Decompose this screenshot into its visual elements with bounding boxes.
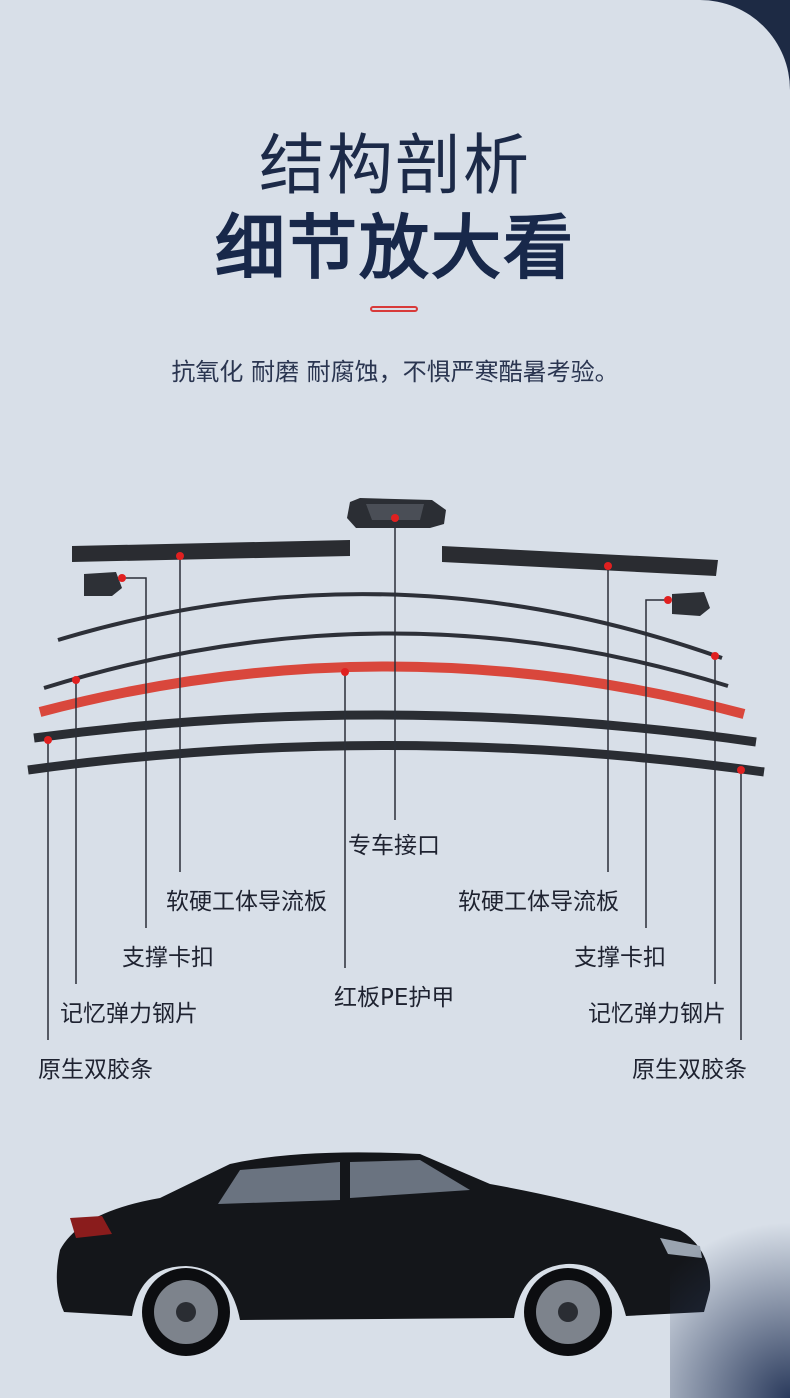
rubber-upper-part xyxy=(33,710,757,747)
label-pe-plate: 红板PE护甲 xyxy=(334,985,455,1011)
pe-plate-part xyxy=(38,661,746,719)
leader-lines xyxy=(47,518,742,1040)
callout-dots xyxy=(44,514,745,774)
accent-bar xyxy=(370,306,418,312)
spoiler-right-part xyxy=(442,546,718,576)
label-spring-steel-left: 记忆弹力钢片 xyxy=(60,1001,198,1027)
end-cap-right-part xyxy=(672,592,710,616)
spring-steel-lower-part xyxy=(43,631,729,690)
page-subtitle: 抗氧化 耐磨 耐腐蚀，不惧严寒酷暑考验。 xyxy=(171,358,619,386)
spring-steel-upper-part xyxy=(57,592,723,660)
wiper-exploded-diagram xyxy=(27,498,765,1040)
label-rubber-left: 原生双胶条 xyxy=(38,1057,153,1083)
page-title: 结构剖析 xyxy=(259,127,531,204)
adapter-part xyxy=(347,498,446,528)
page-headline: 细节放大看 xyxy=(215,207,575,289)
label-spring-steel-right: 记忆弹力钢片 xyxy=(588,1001,726,1027)
label-end-cap-right: 支撑卡扣 xyxy=(574,945,666,971)
label-rubber-right: 原生双胶条 xyxy=(632,1057,747,1083)
label-spoiler-left: 软硬工体导流板 xyxy=(166,889,327,915)
rubber-lower-part xyxy=(27,741,765,777)
sedan-car-image xyxy=(56,1152,711,1356)
label-end-cap-left: 支撑卡扣 xyxy=(122,945,214,971)
label-spoiler-right: 软硬工体导流板 xyxy=(458,889,619,915)
end-cap-left-part xyxy=(84,572,122,596)
spoiler-left-part xyxy=(72,540,350,562)
label-adapter: 专车接口 xyxy=(348,833,440,859)
